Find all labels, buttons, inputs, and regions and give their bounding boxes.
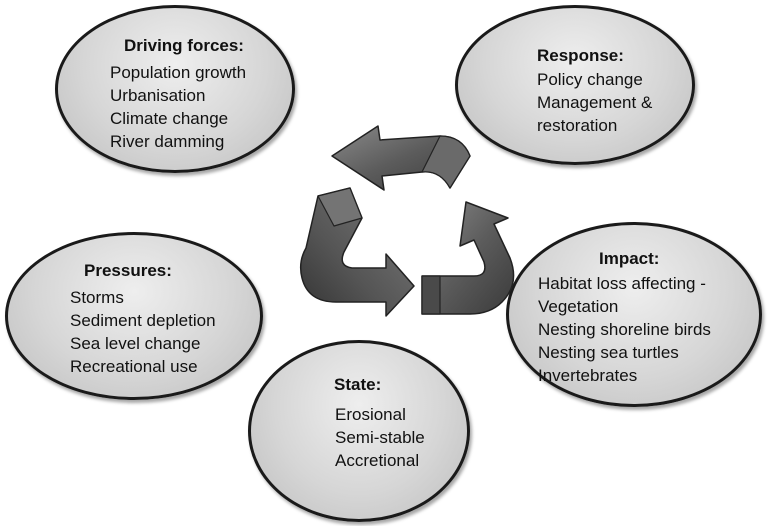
driving-forces-node: Driving forces: Population growth Urbani… [55, 5, 295, 173]
list-item: Invertebrates [538, 366, 638, 385]
response-list: Policy change Management & restoration [537, 68, 652, 137]
list-item: Erosional [335, 405, 406, 424]
list-item: Habitat loss affecting - [538, 274, 706, 293]
list-item: Nesting sea turtles [538, 343, 679, 362]
list-item: Accretional [335, 451, 420, 470]
response-node: Response: Policy change Management & res… [455, 5, 695, 165]
list-item: restoration [537, 116, 618, 135]
list-item: Recreational use [70, 357, 198, 376]
cycle-arrow-left [299, 187, 415, 317]
state-node: State: Erosional Semi-stable Accretional [248, 340, 470, 522]
list-item: Climate change [110, 109, 229, 128]
cycle-arrow-right [421, 201, 515, 315]
driving-forces-title: Driving forces: [124, 36, 244, 55]
state-list: Erosional Semi-stable Accretional [335, 403, 425, 472]
impact-node: Impact: Habitat loss affecting - Vegetat… [506, 222, 762, 407]
cycle-arrow-top [331, 125, 471, 191]
list-item: Nesting shoreline birds [538, 320, 711, 339]
impact-title: Impact: [599, 249, 660, 268]
list-item: River damming [110, 132, 225, 151]
list-item: Semi-stable [335, 428, 425, 447]
list-item: Management & [537, 93, 653, 112]
list-item: Population growth [110, 63, 247, 82]
pressures-title: Pressures: [84, 261, 172, 280]
list-item: Urbanisation [110, 86, 206, 105]
list-item: Vegetation [538, 297, 619, 316]
response-title: Response: [537, 46, 624, 65]
list-item: Storms [70, 288, 124, 307]
pressures-node: Pressures: Storms Sediment depletion Sea… [5, 232, 263, 400]
list-item: Sediment depletion [70, 311, 216, 330]
driving-forces-list: Population growth Urbanisation Climate c… [110, 61, 246, 153]
pressures-list: Storms Sediment depletion Sea level chan… [70, 286, 216, 378]
list-item: Sea level change [70, 334, 201, 353]
recycle-arrows-icon [299, 125, 515, 317]
state-title: State: [334, 375, 382, 394]
list-item: Policy change [537, 70, 643, 89]
impact-list: Habitat loss affecting - Vegetation Nest… [538, 272, 711, 387]
